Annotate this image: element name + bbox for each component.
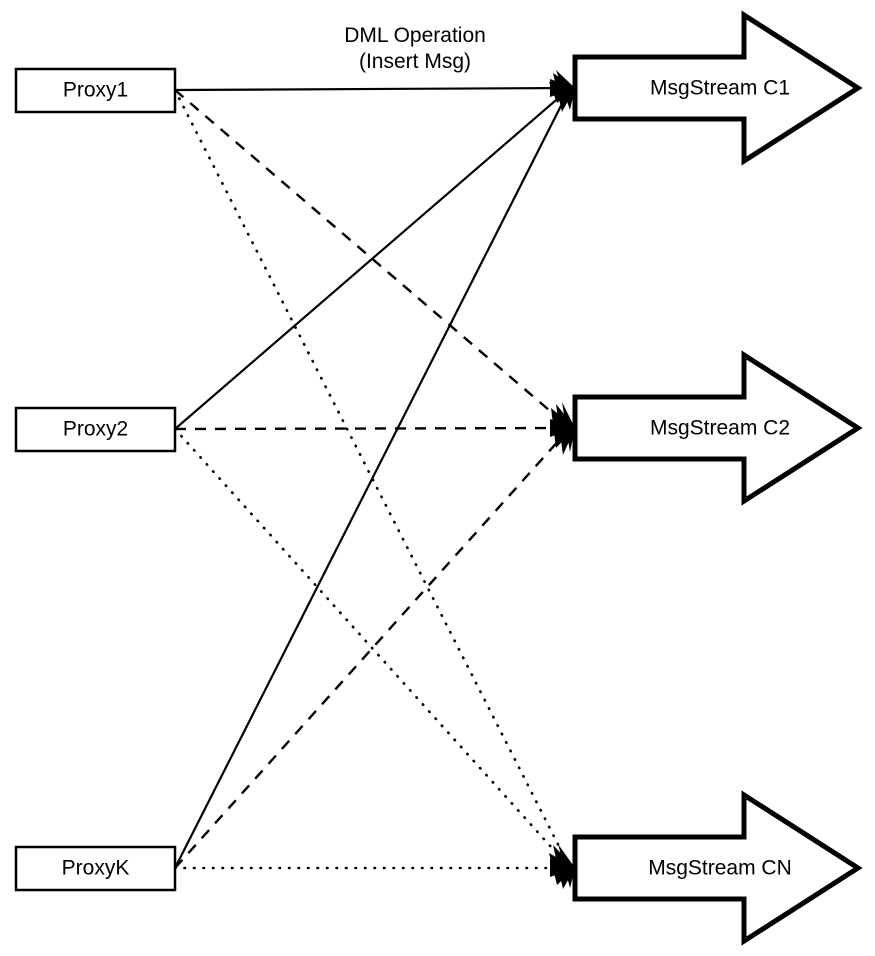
arrowhead-group-msgstream-c2 [550, 402, 575, 455]
msgstream-c2-label: MsgStream C2 [650, 417, 790, 440]
edge-group-proxyk [173, 87, 572, 870]
msgstream-c1-label: MsgStream C1 [650, 77, 790, 100]
arrowhead-group-msgstream-c1 [549, 70, 575, 112]
dml-operation-line1: DML Operation [344, 24, 486, 47]
msgstream-c1-arrow-shape[interactable] [572, 10, 863, 166]
msgstream-cn-arrow-shape[interactable] [572, 790, 863, 946]
proxy-node-proxy2[interactable]: Proxy2 [14, 406, 177, 453]
edge-proxy1-to-msgstream-c2[interactable] [174, 89, 571, 429]
proxy1-box[interactable] [14, 67, 177, 114]
proxyk-label: ProxyK [62, 857, 130, 880]
proxyk-box[interactable] [14, 845, 177, 892]
arrowhead-icon-cn-d [558, 844, 575, 888]
stream-node-msgstream-c2[interactable]: MsgStream C2 [572, 350, 863, 506]
msgstream-cn-label: MsgStream CN [648, 857, 792, 880]
proxy2-label: Proxy2 [63, 418, 128, 441]
proxy-node-proxyk[interactable]: ProxyK [14, 845, 177, 892]
stream-node-msgstream-cn[interactable]: MsgStream CN [572, 790, 863, 946]
proxy2-box[interactable] [14, 406, 177, 453]
arrowhead-group-msgstream-cn [549, 844, 575, 889]
arrowhead-icon-c2-d [562, 402, 575, 452]
edge-group-proxy2 [173, 87, 572, 870]
arrowhead-icon-cn-c [553, 845, 575, 889]
proxy1-label: Proxy1 [63, 79, 128, 102]
annotation-dml-operation: DML Operation (Insert Msg) [344, 24, 486, 73]
msgstream-c2-arrow-shape[interactable] [572, 350, 863, 506]
stream-node-msgstream-c1[interactable]: MsgStream C1 [572, 10, 863, 166]
edge-proxy1-to-msgstream-c1[interactable] [174, 86, 571, 92]
proxy-node-proxy1[interactable]: Proxy1 [14, 67, 177, 114]
edge-proxy2-to-msgstream-cn[interactable] [173, 427, 572, 870]
arrowhead-icon-c1-d [556, 70, 575, 110]
edge-proxy2-to-msgstream-c2[interactable] [174, 426, 571, 431]
arrowhead-icon-c2-c [556, 404, 575, 455]
edge-proxy2-to-msgstream-c1[interactable] [174, 87, 571, 430]
edge-proxyk-to-msgstream-c1[interactable] [174, 87, 571, 869]
dml-operation-line2: (Insert Msg) [359, 50, 471, 73]
